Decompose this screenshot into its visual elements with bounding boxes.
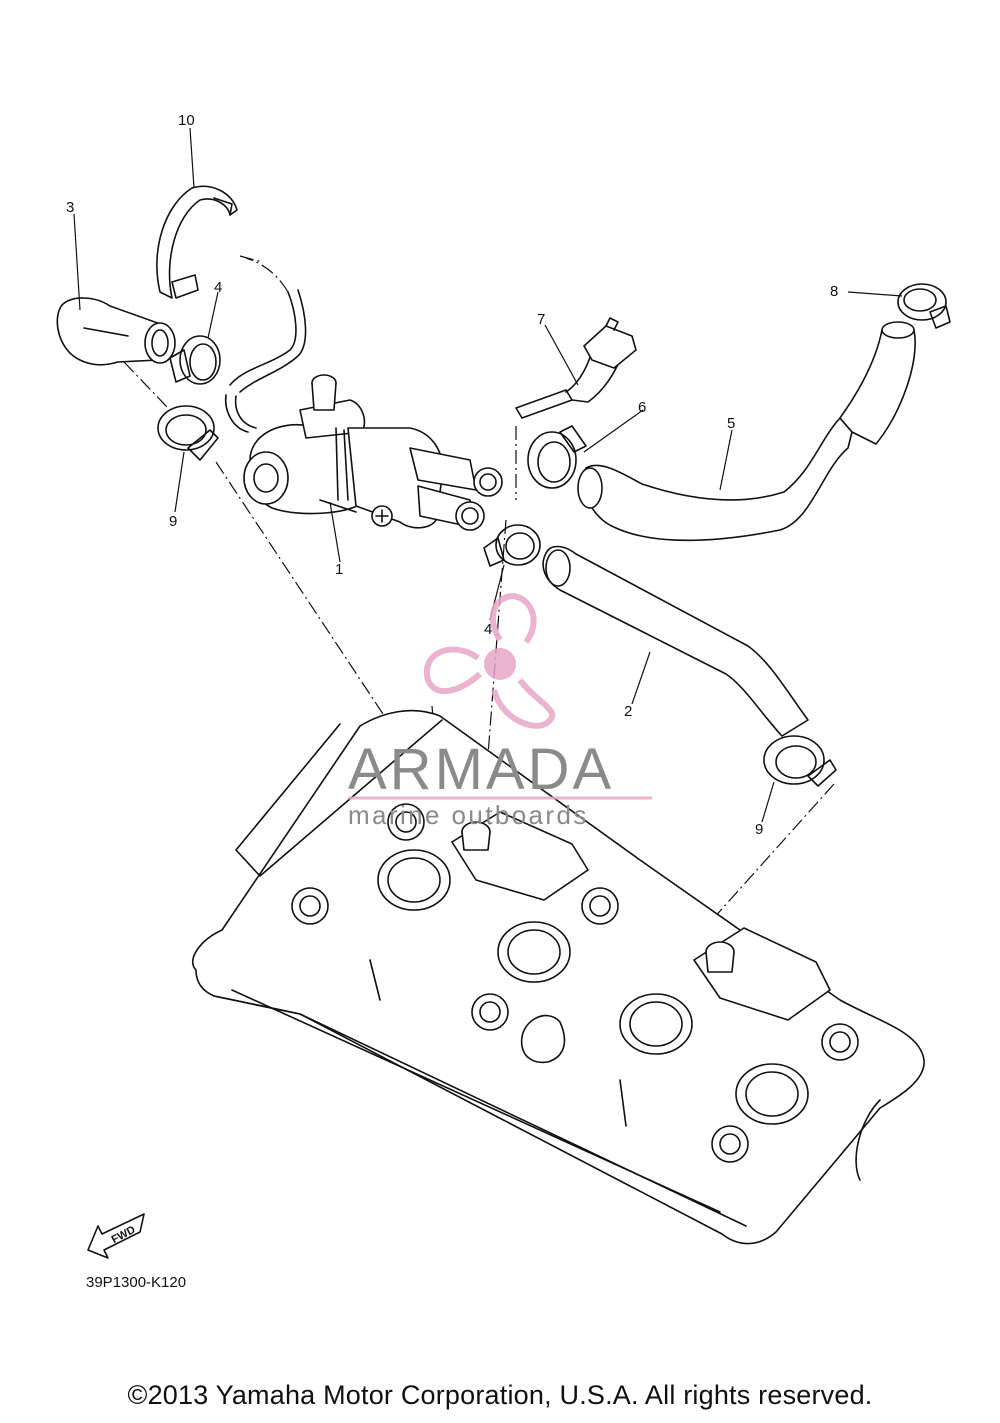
diagram-code: 39P1300-K120 [86, 1274, 187, 1291]
watermark-logo [348, 592, 652, 800]
callout-3: 3 [66, 199, 75, 216]
long-hose-part [542, 545, 809, 737]
clamp-band-part [156, 185, 238, 299]
copyright-notice: ©2013 Yamaha Motor Corporation, U.S.A. A… [127, 1380, 873, 1410]
callout-6: 6 [638, 399, 647, 416]
bracket-part [515, 317, 637, 419]
callout-1: 1 [335, 561, 344, 578]
callout-5: 5 [727, 415, 736, 432]
callout-8: 8 [830, 283, 839, 300]
callout-leaders [73, 127, 903, 823]
cylinder-head-cover-part [191, 709, 925, 1245]
hose-clamp-part [169, 335, 221, 385]
wire-harness [224, 257, 307, 433]
callout-4-lower: 4 [484, 621, 493, 638]
callout-4-upper: 4 [214, 279, 223, 296]
hose-clamp-part [763, 735, 837, 787]
plug-hole [377, 849, 451, 911]
plug-hole [497, 921, 571, 983]
callout-9-left: 9 [169, 513, 178, 530]
callout-10: 10 [178, 112, 195, 129]
hose-clamp-part [527, 425, 587, 489]
callout-9-right: 9 [755, 821, 764, 838]
fwd-arrow-icon [87, 1213, 145, 1259]
watermark-title: ARMADA [348, 737, 615, 802]
hose-clamp-part [157, 405, 219, 461]
watermark-subtitle: marine outboards [348, 800, 589, 830]
callout-7: 7 [537, 311, 546, 328]
plug-hole [619, 993, 693, 1055]
hose-clamp-part [897, 283, 951, 329]
air-induction-valve-part [243, 374, 503, 531]
hose-clamp-part [483, 524, 541, 567]
hose-part [577, 321, 916, 542]
callout-2: 2 [624, 703, 633, 720]
elbow-hose-part [56, 297, 176, 366]
plug-hole [735, 1063, 809, 1125]
